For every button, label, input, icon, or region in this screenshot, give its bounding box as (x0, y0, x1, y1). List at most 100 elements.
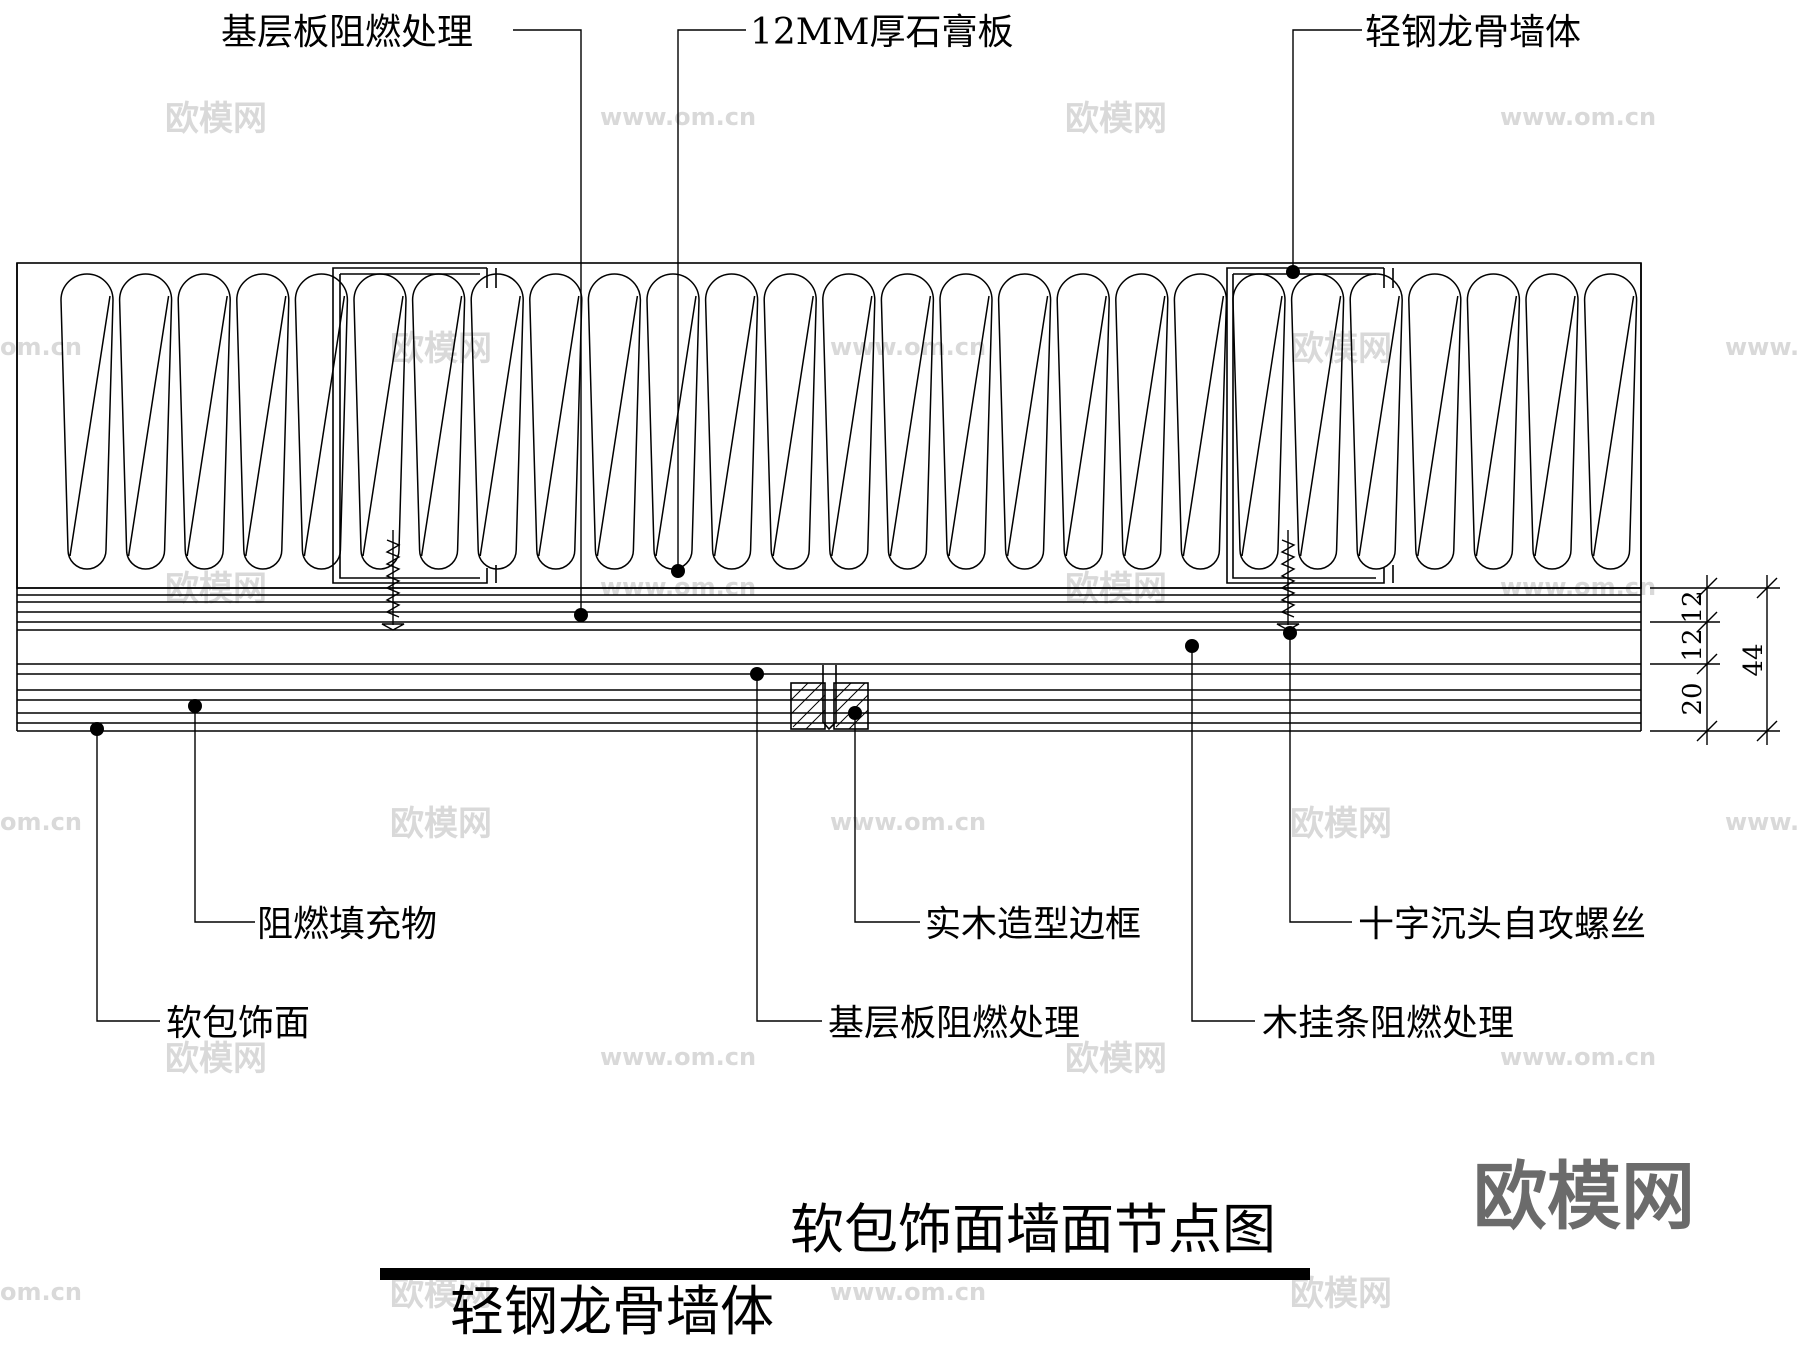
insulation-loop (1466, 273, 1521, 570)
insulation-loop (353, 273, 407, 570)
watermark-text: www.om.cn (600, 1043, 756, 1071)
label-wood-frame: 实木造型边框 (925, 904, 1141, 945)
watermark-text: 欧模网 (390, 804, 492, 844)
watermark-text: 欧模网 (390, 329, 492, 369)
title-block: 软包饰面墙面节点图 轻钢龙骨墙体 (380, 1198, 1310, 1343)
insulation-loop (529, 273, 583, 570)
steel-stud-right-inner (1232, 273, 1376, 579)
drawing-title: 软包饰面墙面节点图 (790, 1198, 1276, 1261)
insulation-loop (763, 273, 817, 570)
watermark-text: 欧模网 (1290, 804, 1392, 844)
label-gypsum-board: 12MM厚石膏板 (750, 12, 1014, 53)
dot-stud-wall (1286, 265, 1300, 279)
insulation-loop (646, 273, 700, 570)
leader-fire-filler (194, 706, 255, 923)
watermark-text: www.om.cn (1500, 103, 1656, 131)
leader-gypsum (677, 29, 746, 571)
insulation-loop (177, 273, 231, 570)
label-screw: 十字沉头自攻螺丝 (1358, 904, 1646, 945)
brand-logo: 欧模网 (1473, 1154, 1695, 1240)
watermark-text: 欧模网 (390, 1274, 492, 1314)
dimension-20: 20 (1678, 682, 1708, 715)
title-underline-thin (380, 1277, 1310, 1280)
leader-dots (90, 265, 1300, 736)
insulation-loop (704, 273, 759, 570)
watermark-text: 欧模网 (165, 1039, 267, 1079)
dot-screw (1283, 626, 1297, 640)
dot-base-board-top (574, 608, 588, 622)
insulation-loop (1349, 273, 1403, 570)
label-fire-filler: 阻燃填充物 (257, 904, 437, 945)
watermark-text: om.cn (0, 808, 82, 836)
watermark-text: om.cn (0, 333, 82, 361)
watermark-text: 欧模网 (165, 569, 267, 609)
insulation-loop (1525, 273, 1579, 570)
steel-stud-left-inner (339, 273, 480, 579)
insulation-loop (997, 273, 1052, 570)
leader-wood-frame (854, 713, 920, 923)
watermark-text: www.om.cn (1725, 808, 1800, 836)
watermark-text: 欧模网 (1065, 99, 1167, 139)
dot-gypsum (671, 564, 685, 578)
wood-frame-joint (822, 665, 837, 731)
insulation-loop (411, 273, 466, 570)
steel-stud-right (1226, 267, 1394, 584)
insulation-loop (118, 273, 173, 570)
watermark-text: 欧模网 (1065, 1039, 1167, 1079)
steel-stud-left (332, 267, 497, 584)
insulation-loop (1408, 273, 1462, 570)
watermark-text: 欧模网 (165, 99, 267, 139)
label-base-board-bottom: 基层板阻燃处理 (828, 1003, 1080, 1044)
watermark-text: www.om.cn (830, 1278, 986, 1306)
leader-lines (96, 29, 1362, 1022)
insulation-loop (1232, 273, 1286, 570)
insulation-loop (236, 273, 290, 570)
insulation-loop (1583, 273, 1638, 570)
dot-wood-strip (1185, 639, 1199, 653)
watermark-text: 欧模网 (1290, 329, 1392, 369)
label-soft-face: 软包饰面 (166, 1003, 310, 1044)
watermark-text: om.cn (0, 1278, 82, 1306)
insulation-loop (880, 273, 935, 570)
insulation-loop (470, 273, 524, 570)
dot-soft-face (90, 722, 104, 736)
watermark-text: www.om.cn (1500, 1043, 1656, 1071)
drawing-subtitle: 轻钢龙骨墙体 (450, 1280, 774, 1343)
label-base-board-top: 基层板阻燃处理 (221, 12, 473, 53)
watermark-text: www.om.cn (1500, 573, 1656, 601)
leader-soft-face (96, 729, 160, 1022)
watermark-layer: 欧模网 www.om.cn 欧模网 www.om.cn 欧模网 www.om.cn 欧模网 w… (0, 99, 1800, 1314)
dot-wood-frame (848, 706, 862, 720)
insulation-loop (822, 273, 876, 570)
screw-right (1276, 530, 1300, 631)
wall-section (16, 262, 1642, 732)
dot-fire-filler (188, 699, 202, 713)
dimension-12-mid: 12 (1678, 628, 1708, 661)
insulation-loop (1056, 273, 1110, 570)
watermark-text: www.om.cn (830, 333, 986, 361)
dimension-labels: 12 12 20 44 (1678, 590, 1769, 715)
title-underline-thick (380, 1268, 1310, 1277)
watermark-text: www.om.cn (830, 808, 986, 836)
label-stud-wall: 轻钢龙骨墙体 (1365, 12, 1581, 53)
insulation-loop (60, 273, 114, 570)
insulation-loop (1173, 273, 1228, 570)
annotation-labels: 基层板阻燃处理 12MM厚石膏板 轻钢龙骨墙体 阻燃填充物 软包饰面 实木造型边… (166, 12, 1646, 1044)
dimension-12-top: 12 (1678, 590, 1708, 623)
watermark-text: 欧模网 (1065, 569, 1167, 609)
watermark-text: www.om.cn (1725, 333, 1800, 361)
label-wood-strip: 木挂条阻燃处理 (1262, 1003, 1514, 1044)
screw-left (381, 530, 405, 631)
dot-base-board-bottom (750, 667, 764, 681)
watermark-text: 欧模网 (1290, 1274, 1392, 1314)
leader-screw (1289, 633, 1352, 923)
insulation-loop (1290, 273, 1345, 570)
leader-wood-strip (1191, 646, 1255, 1022)
insulation-loop (587, 273, 642, 570)
dimension-chain (1650, 575, 1780, 745)
leader-stud-wall (1292, 29, 1362, 272)
leader-base-board-top (513, 29, 582, 615)
insulation-loop (294, 273, 349, 570)
leader-base-board-bottom (756, 674, 822, 1022)
